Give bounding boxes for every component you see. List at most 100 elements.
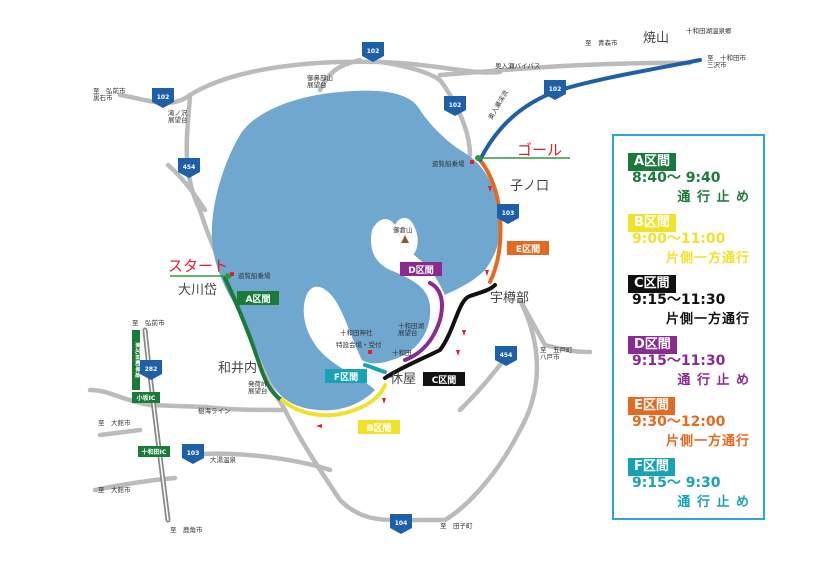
okawatai-label: 大川岱 [178, 283, 217, 298]
expressway [142, 327, 171, 523]
yakeyama-label: 焼山 [643, 31, 669, 46]
legend-item-f: F区間 9:15～ 9:30 通 行 止 め [628, 455, 758, 513]
to-tago-label: 至 田子町 [440, 522, 473, 530]
section-d-line [403, 281, 444, 362]
to-hirosaki-label: 至 弘前市黒石市 [93, 86, 126, 102]
legend-item-b: B区間 9:00～11:00 片側一方通行 [628, 211, 758, 269]
kosaka-ic-sign [132, 392, 160, 403]
route-102-shield-4: 102 [544, 80, 566, 100]
map-label-f: F区間 [334, 372, 358, 383]
map-label-b: B区間 [367, 423, 392, 434]
route-103-shield-2: 103 [182, 444, 204, 464]
towada-ic-sign [138, 446, 170, 457]
map-label-c: C区間 [432, 375, 457, 386]
nenokuchi-label: 子ノ口 [510, 179, 549, 194]
section-a-line [223, 276, 284, 402]
svg-text:102: 102 [549, 86, 562, 93]
ofudoyama-label: 御鼻部山展望台 [307, 73, 333, 89]
to-odate2-label: 至 大館市 [98, 485, 131, 494]
legend-note-e: 片側一方通行 [665, 434, 750, 449]
legend-tag-c: C区間 [628, 275, 676, 293]
svg-text:282: 282 [145, 366, 158, 373]
map-label-d: D区間 [408, 265, 433, 276]
svg-text:102: 102 [367, 48, 380, 55]
legend-time-e: 9:30～12:00 [632, 414, 726, 430]
kosaka-ic-label: 小坂IC [136, 394, 156, 402]
lake-towada [211, 90, 502, 411]
legend-item-e: E区間 9:30～12:00 片側一方通行 [628, 394, 758, 452]
goal-marker [475, 155, 481, 161]
meeting-place-label: 特設会場・受付 [336, 340, 382, 349]
svg-text:102: 102 [157, 94, 170, 101]
to-towada-label: 至 十和田市三沢市 [707, 53, 747, 69]
hakka-tenbo-label: 発荷峠展望台 [248, 379, 268, 395]
okuiri-bypass-label: 奥入瀬バイパス [495, 61, 540, 70]
svg-text:102: 102 [449, 102, 462, 109]
svg-text:103: 103 [502, 210, 515, 217]
route-102-shield-2: 102 [152, 88, 174, 108]
svg-text:103: 103 [187, 450, 200, 457]
legend-item-a: A区間 8:40～ 9:40 通 行 止 め [628, 150, 758, 208]
start-label: スタート [168, 257, 228, 275]
map-label-e: E区間 [516, 244, 540, 255]
legend-note-a: 通 行 止 め [677, 190, 750, 205]
section-b-line [280, 383, 387, 418]
map-section-labels: A区間 B区間 C区間 D区間 E区間 F区間 [237, 241, 549, 434]
section-c-line [383, 283, 497, 380]
route-shields: 102 102 102 102 454 454 103 103 104 282 [140, 42, 566, 534]
goal-label: ゴール [517, 141, 562, 159]
meeting-place-marker [368, 350, 372, 354]
route-104-shield: 104 [390, 514, 412, 534]
okawatai-pier-label: 遊覧船乗場 [238, 271, 271, 280]
legend-time-f: 9:15～ 9:30 [632, 475, 721, 491]
legend-note-d: 通 行 止 め [677, 373, 750, 388]
to-gonohe-label: 至 五戸町八戸市 [540, 346, 573, 361]
svg-text:104: 104 [395, 520, 408, 527]
section-f-line [363, 363, 387, 374]
okuiri-ryu-label: 奥入瀬渓流 [486, 88, 510, 121]
legend-time-c: 9:15～11:30 [632, 292, 726, 308]
route-102-shield-3: 102 [444, 96, 466, 116]
legend-tag-e: E区間 [628, 397, 675, 415]
map-label-a: A区間 [246, 294, 271, 305]
expressway-label: 東北自動車道 [134, 342, 142, 378]
route-454-shield-1: 454 [178, 158, 200, 178]
okawatai-pier-marker [230, 272, 234, 276]
takinosawa-label: 滝ノ沢展望台 [168, 108, 188, 124]
to-aomori-label: 至 青森市 [585, 38, 618, 47]
nenokuchi-pier-marker [470, 160, 474, 164]
towada-ic-label: 十和田IC [142, 448, 167, 456]
to-odate-label: 至 大館市 [98, 418, 131, 427]
svg-text:454: 454 [183, 164, 196, 171]
mikurayama-label: 御倉山 [393, 225, 413, 234]
legend-tag-b: B区間 [628, 214, 676, 232]
schedule-legend: A区間 8:40～ 9:40 通 行 止 め B区間 9:00～11:00 片側… [612, 134, 765, 520]
nenokuchi-pier-label: 遊覧船乗場 [432, 159, 465, 168]
towada-label: 十和田 [392, 348, 412, 357]
oyu-onsen-label: 大湯温泉 [210, 455, 237, 464]
route-103-shield-1: 103 [497, 204, 519, 224]
legend-item-c: C区間 9:15～11:30 片側一方通行 [628, 272, 758, 330]
to-kazuno-label: 至 鹿角市 [170, 525, 203, 534]
route-102-shield-1: 102 [362, 42, 384, 62]
route-282-shield: 282 [140, 360, 162, 380]
jukai-line-label: 樹海ライン [198, 406, 231, 415]
legend-note-b: 片側一方通行 [665, 251, 750, 266]
legend-tag-f: F区間 [628, 458, 675, 476]
legend-tag-d: D区間 [628, 336, 677, 354]
legend-item-d: D区間 9:15～11:30 通 行 止 め [628, 333, 758, 391]
start-marker [225, 273, 231, 279]
legend-time-a: 8:40～ 9:40 [632, 170, 721, 186]
towada-jinja-label: 十和田神社 [340, 328, 373, 337]
to-hirosaki2-label: 至 弘前市 [132, 318, 165, 327]
legend-tag-a: A区間 [628, 153, 677, 171]
legend-time-b: 9:00～11:00 [632, 231, 726, 247]
legend-note-c: 片側一方通行 [665, 312, 750, 327]
expressway-sign [132, 330, 140, 390]
legend-time-d: 9:15～11:30 [632, 353, 726, 369]
svg-text:454: 454 [500, 352, 513, 359]
yasumiya-label: 休屋 [390, 372, 416, 387]
towadako-ko-label: 十和田湖展望台 [398, 321, 425, 337]
route-454-shield-2: 454 [495, 346, 517, 366]
